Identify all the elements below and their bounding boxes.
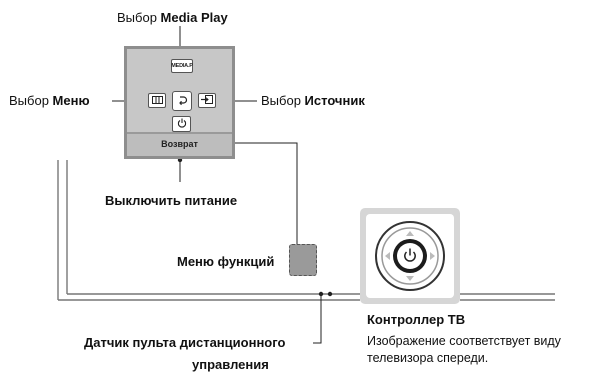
tv-frame-outline xyxy=(57,160,555,301)
remote-sensor-label-line2: управления xyxy=(192,357,269,372)
function-menu-label: Меню функций xyxy=(177,254,275,269)
tv-controller-joystick[interactable] xyxy=(372,218,448,294)
control-panel: MEDIA.P Возврат xyxy=(124,46,235,159)
controller-description-line2: телевизора спереди. xyxy=(367,351,489,365)
power-key[interactable] xyxy=(172,116,191,132)
media-play-key-label: MEDIA.P xyxy=(171,63,193,69)
power-off-label: Выключить питание xyxy=(105,193,238,208)
function-menu-button[interactable] xyxy=(289,244,317,276)
return-arrow-icon xyxy=(177,95,188,108)
media-play-label: Выбор Media Play xyxy=(117,10,228,25)
menu-label: Выбор Меню xyxy=(9,93,90,108)
controller-title: Контроллер ТВ xyxy=(367,312,466,327)
media-play-key[interactable]: MEDIA.P xyxy=(171,59,193,73)
return-label: Возврат xyxy=(161,139,198,149)
menu-key[interactable] xyxy=(148,93,166,108)
callout-lines xyxy=(112,26,322,344)
menu-grid-icon xyxy=(151,95,163,106)
source-label: Выбор Источник xyxy=(261,93,365,108)
power-icon xyxy=(177,118,187,130)
controller-description-line1: Изображение соответствует виду xyxy=(367,334,561,348)
source-key[interactable] xyxy=(198,93,216,108)
return-key[interactable] xyxy=(172,91,192,111)
remote-sensor-label-line1: Датчик пульта дистанционного xyxy=(84,335,286,350)
joystick-power-icon xyxy=(404,248,416,262)
return-label-bar: Возврат xyxy=(127,132,232,156)
source-input-icon xyxy=(201,95,213,106)
